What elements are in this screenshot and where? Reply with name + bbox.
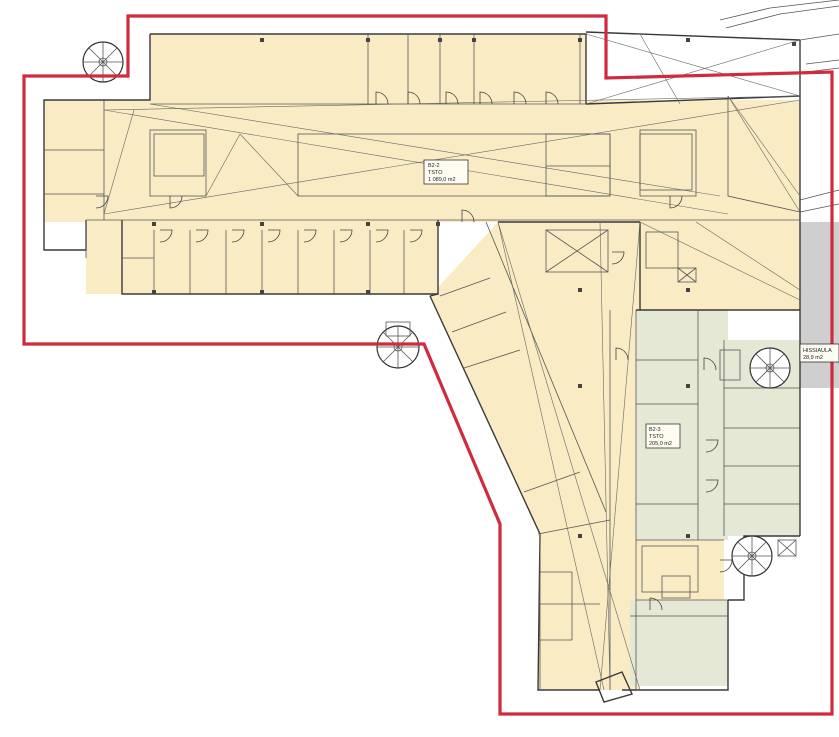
tech-area-south <box>630 600 728 686</box>
neighbour-label-name: HISSIAULA <box>803 348 832 354</box>
spiral-stair-east <box>749 347 791 389</box>
interior-walls-south-offices <box>85 220 405 294</box>
tech-area-stair-core <box>640 540 724 600</box>
entrance-bay <box>595 671 633 703</box>
spiral-stair-top-left <box>82 41 124 83</box>
wc-blocks <box>153 133 699 599</box>
area-label-b2-2: B2-2 TSTO 1 089,0 m2 <box>423 159 469 185</box>
spiral-stair-south-east <box>731 535 773 577</box>
ceiling-reference-lines <box>103 33 801 691</box>
neighbour-label-area: 28,9 m2 <box>803 355 823 361</box>
area-label-b2-2-use: TSTO <box>428 170 443 176</box>
area-label-b2-2-code: B2-2 <box>428 163 440 169</box>
area-label-b2-3: B2-3 TSTO 205,0 m2 <box>645 423 681 449</box>
area-label-b2-2-area: 1 089,0 m2 <box>428 177 456 183</box>
outer-walls <box>43 31 801 691</box>
interior-walls-top-wing <box>150 34 586 105</box>
lease-boundary <box>22 14 834 716</box>
office-area-diagonal-wing <box>430 222 640 690</box>
structural-columns <box>152 38 796 538</box>
interior-walls-b2-3 <box>630 310 800 690</box>
neighbour-building-outline <box>719 0 839 213</box>
area-label-b2-3-use: TSTO <box>649 434 664 440</box>
neighbour-label: HISSIAULA 28,9 m2 <box>799 343 839 363</box>
interior-walls-diagonal-wing <box>439 221 611 690</box>
door-swings <box>95 91 733 611</box>
shafts <box>545 229 797 557</box>
area-label-b2-3-code: B2-3 <box>649 427 661 433</box>
area-label-b2-3-area: 205,0 m2 <box>649 441 672 447</box>
